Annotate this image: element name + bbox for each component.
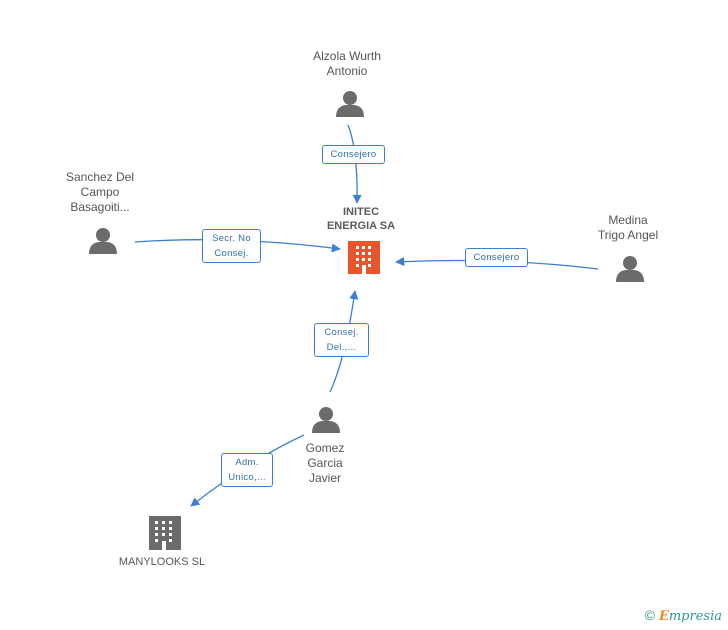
node-label-gomez[interactable]: Gomez Garcia Javier bbox=[305, 441, 345, 485]
brand-initial: E bbox=[658, 609, 669, 624]
edge-label-gomez-initec[interactable]: Consej. Del.,... bbox=[314, 323, 369, 357]
person-icon-sanchez[interactable] bbox=[89, 228, 117, 254]
empresia-logo[interactable]: ©Empresia bbox=[645, 607, 722, 624]
copyright-icon: © bbox=[644, 607, 655, 623]
edge-alzola-initec[interactable] bbox=[347, 124, 362, 204]
node-label-sanchez[interactable]: Sanchez Del Campo Basagoiti... bbox=[65, 170, 135, 214]
edge-label-medina-initec[interactable]: Consejero bbox=[465, 248, 528, 267]
person-icon-gomez[interactable] bbox=[312, 407, 340, 433]
node-label-medina[interactable]: Medina Trigo Angel bbox=[597, 213, 659, 242]
person-icon-alzola[interactable] bbox=[336, 91, 364, 117]
edge-label-alzola-initec[interactable]: Consejero bbox=[322, 145, 385, 164]
edge-label-gomez-manylooks[interactable]: Adm. Unico,... bbox=[221, 453, 273, 487]
node-label-initec[interactable]: INITEC ENERGIA SA bbox=[326, 206, 396, 232]
node-label-alzola[interactable]: Alzola Wurth Antonio bbox=[313, 49, 381, 78]
building-icon-initec[interactable] bbox=[348, 241, 380, 274]
person-icon-medina[interactable] bbox=[616, 256, 644, 282]
brand-name: mpresia bbox=[668, 609, 722, 624]
building-icon-manylooks[interactable] bbox=[149, 516, 181, 550]
node-label-manylooks[interactable]: MANYLOOKS SL bbox=[118, 556, 206, 568]
edge-label-sanchez-initec[interactable]: Secr. No Consej. bbox=[202, 229, 261, 263]
